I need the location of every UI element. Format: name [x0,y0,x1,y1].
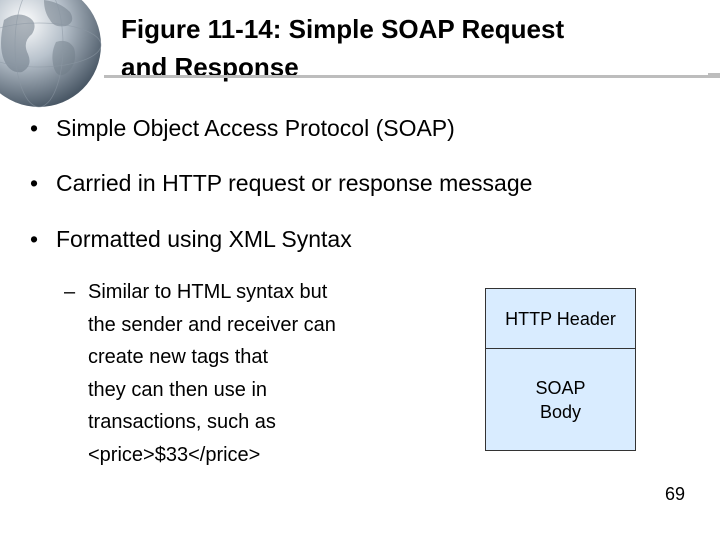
sub-bullet-line: <price>$33</price> [88,443,261,466]
bullet-text: Simple Object Access Protocol (SOAP) [56,115,455,141]
sub-bullet-line: transactions, such as [88,411,276,433]
http-header-box: HTTP Header [485,288,636,350]
soap-body-label-line-1: SOAP [535,377,586,398]
soap-body-label-line-2: Body [539,401,582,422]
bullet-item: • Carried in HTTP request or response mes… [30,170,532,197]
http-header-label: HTTP Header [505,309,616,329]
sub-bullet-line: Similar to HTML syntax but [88,281,328,303]
title-line-1: Figure 11-14: Simple SOAP Request [121,14,565,44]
sub-bullet-marker: – [64,281,76,303]
soap-body-box: SOAP Body [485,348,636,451]
bullet-text: Carried in HTTP request or response mess… [56,170,533,196]
bullet-marker: • [30,115,39,141]
globe-icon [0,0,102,108]
bullet-marker: • [30,170,39,196]
bullet-text: Formatted using XML Syntax [56,226,352,252]
title-underline [104,73,720,78]
sub-bullet-line: the sender and receiver can [88,313,336,336]
sub-bullet-line: they can then use in [88,378,268,401]
bullet-marker: • [30,226,39,252]
page-number: 69 [665,484,686,504]
sub-bullet: – Similar to HTML syntax but the sender … [64,276,336,471]
sub-bullet-line: create new tags that [88,346,269,368]
bullet-item: • Formatted using XML Syntax [30,226,352,253]
bullet-item: • Simple Object Access Protocol (SOAP) [30,115,455,142]
